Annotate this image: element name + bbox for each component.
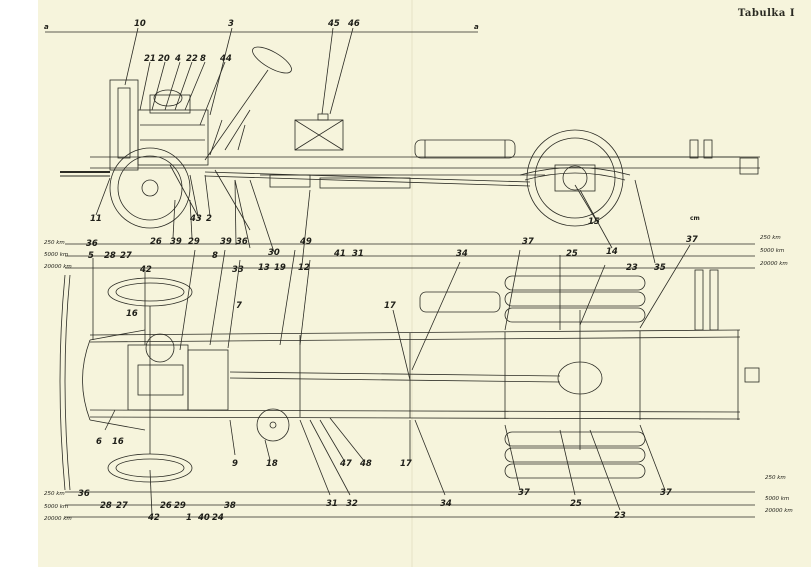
callout-label: 32 xyxy=(346,499,358,509)
callout-label: 7 xyxy=(236,301,242,311)
callout-label: 4 xyxy=(175,54,181,64)
callout-label: 25 xyxy=(566,249,578,259)
callout-label: 16 xyxy=(126,309,138,319)
callout-label: 36 xyxy=(78,489,90,499)
callout-label: 45 xyxy=(328,19,340,29)
callout-label: 17 xyxy=(384,301,396,311)
callout-label: 13 xyxy=(258,263,270,273)
callout-label: 36 xyxy=(86,239,98,249)
callout-label: 28 xyxy=(104,251,116,261)
callout-label: 23 xyxy=(614,511,626,521)
callout-label: 1 xyxy=(186,513,192,523)
scale-label: 5000 km xyxy=(44,252,69,258)
scale-label: 20000 km xyxy=(44,516,72,522)
callout-label: 49 xyxy=(300,237,312,247)
callout-label: 46 xyxy=(348,19,360,29)
callout-label: 19 xyxy=(274,263,286,273)
scale-label: 250 km xyxy=(765,475,786,481)
callout-label: 41 xyxy=(334,249,346,259)
scale-label: 250 km xyxy=(44,491,65,497)
scale-label: 5000 km xyxy=(760,248,785,254)
callout-label: 27 xyxy=(116,501,128,511)
callout-label: 20 xyxy=(158,54,170,64)
scale-label: 20000 km xyxy=(760,261,788,267)
callout-label: 25 xyxy=(570,499,582,509)
callout-label: 11 xyxy=(90,214,102,224)
callout-label: 26 xyxy=(150,237,162,247)
callout-label: 10 xyxy=(134,19,146,29)
callout-label: 34 xyxy=(456,249,468,259)
scale-label: 5000 km xyxy=(44,504,69,510)
section-mark: a xyxy=(44,23,49,31)
callout-label: 37 xyxy=(660,488,672,498)
callout-label: 29 xyxy=(188,237,200,247)
unit-mark: cm xyxy=(690,215,700,222)
callout-label: 42 xyxy=(140,265,152,275)
callout-label: 33 xyxy=(232,265,244,275)
callout-label: 48 xyxy=(360,459,372,469)
callout-label: 21 xyxy=(144,54,156,64)
callout-label: 34 xyxy=(440,499,452,509)
callout-label: 37 xyxy=(518,488,530,498)
callout-label: 26 xyxy=(160,501,172,511)
callout-label: 44 xyxy=(220,54,232,64)
callout-label: 42 xyxy=(148,513,160,523)
scale-label: 250 km xyxy=(44,240,65,246)
callout-label: 40 xyxy=(198,513,210,523)
callout-label: 22 xyxy=(186,54,198,64)
callout-label: 15 xyxy=(588,217,600,227)
callout-label: 5 xyxy=(88,251,94,261)
callout-label: 30 xyxy=(268,248,280,258)
callout-label: 9 xyxy=(232,459,238,469)
callout-label: 29 xyxy=(174,501,186,511)
scale-label: 20000 km xyxy=(765,508,793,514)
callout-label: 28 xyxy=(100,501,112,511)
plate-title: Tabulka I xyxy=(737,8,795,19)
section-mark: a xyxy=(474,23,479,31)
callout-label: 37 xyxy=(522,237,534,247)
callout-label: 2 xyxy=(206,214,212,224)
callout-label: 24 xyxy=(212,513,224,523)
callout-label: 39 xyxy=(220,237,232,247)
callout-label: 31 xyxy=(326,499,338,509)
callout-label: 16 xyxy=(112,437,124,447)
callout-label: 37 xyxy=(686,235,698,245)
callout-label: 47 xyxy=(340,459,352,469)
callout-label: 8 xyxy=(200,54,206,64)
callout-label: 12 xyxy=(298,263,310,273)
callout-label: 8 xyxy=(212,251,218,261)
scale-label: 5000 km xyxy=(765,496,790,502)
callout-label: 38 xyxy=(224,501,236,511)
callout-label: 17 xyxy=(400,459,412,469)
callout-label: 23 xyxy=(626,263,638,273)
scale-label: 20000 km xyxy=(44,264,72,270)
callout-label: 6 xyxy=(96,437,102,447)
callout-label: 31 xyxy=(352,249,364,259)
scale-label: 250 km xyxy=(760,235,781,241)
callout-label: 18 xyxy=(266,459,278,469)
callout-label: 39 xyxy=(170,237,182,247)
callout-label: 36 xyxy=(236,237,248,247)
callout-label: 3 xyxy=(228,19,234,29)
callout-label: 14 xyxy=(606,247,618,257)
callout-label: 43 xyxy=(190,214,202,224)
callout-label: 27 xyxy=(120,251,132,261)
callout-label: 35 xyxy=(654,263,666,273)
